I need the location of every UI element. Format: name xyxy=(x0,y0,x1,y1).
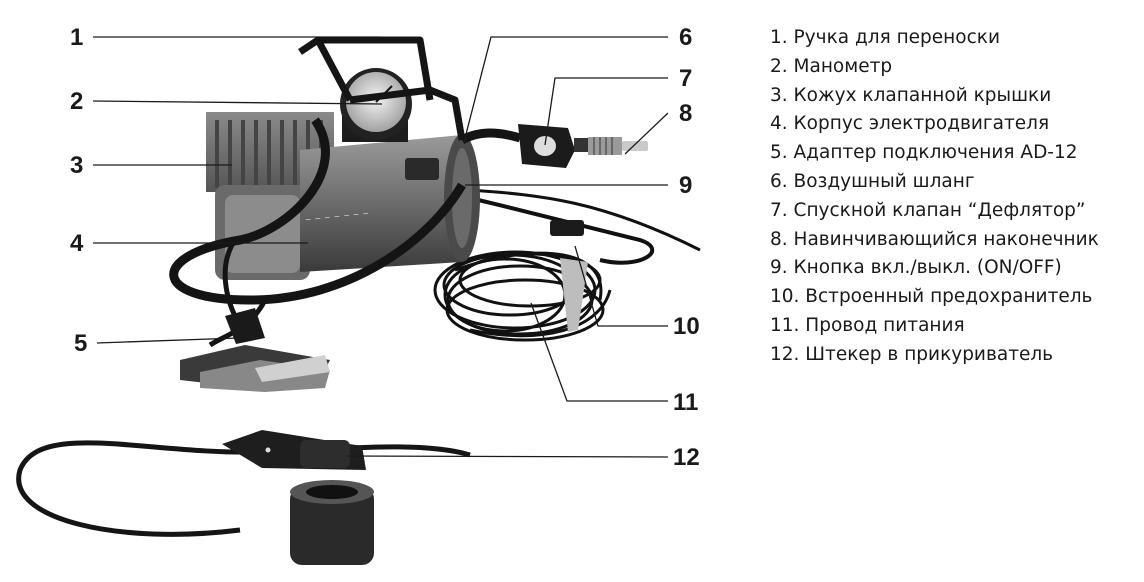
callout-8: 8 xyxy=(679,100,692,127)
alligator-clips xyxy=(180,308,330,392)
legend-item: 5. Адаптер подключения AD-12 xyxy=(770,142,1078,164)
callout-leaders xyxy=(92,36,669,458)
callout-7: 7 xyxy=(679,65,692,92)
callout-1: 1 xyxy=(70,24,83,51)
callout-11: 11 xyxy=(673,389,698,416)
pressure-gauge xyxy=(340,68,412,142)
parts-legend: 1. Ручка для переноски 2. Манометр 3. Ко… xyxy=(770,26,1140,372)
callout-4: 4 xyxy=(70,230,84,257)
motor-body: — — — — — — — xyxy=(300,134,480,272)
legend-item: 1. Ручка для переноски xyxy=(770,27,1000,48)
legend-item: 10. Встроенный предохранитель xyxy=(770,286,1093,308)
legend-item: 7. Спускной клапан “Дефлятор” xyxy=(770,199,1086,221)
cigarette-plug xyxy=(222,430,366,470)
legend-item: 2. Манометр xyxy=(770,55,893,77)
legend-item: 8. Навинчивающийся наконечник xyxy=(770,228,1099,250)
legend-item: 12. Штекер в прикуриватель xyxy=(770,343,1054,365)
air-hose xyxy=(169,117,466,305)
callout-5: 5 xyxy=(74,330,87,357)
callout-9: 9 xyxy=(679,172,692,199)
legend-item: 9. Кнопка вкл./выкл. (ON/OFF) xyxy=(770,257,1062,279)
legend-item: 4. Корпус электродвигателя xyxy=(770,113,1050,135)
callout-12: 12 xyxy=(673,444,700,471)
compressor-illustration: — — — — — — — xyxy=(16,36,701,565)
cable-tie xyxy=(560,258,588,332)
cigarette-socket xyxy=(290,480,374,565)
callout-3: 3 xyxy=(70,152,83,179)
deflator-valve xyxy=(518,124,588,168)
fuse-holder xyxy=(550,220,584,236)
callout-numbers: 1 2 3 4 5 6 7 8 9 10 11 12 xyxy=(70,24,700,471)
legend-item: 6. Воздушный шланг xyxy=(770,170,975,192)
callout-6: 6 xyxy=(679,24,692,51)
legend-item: 11. Провод питания xyxy=(770,314,965,336)
carry-handle xyxy=(298,36,466,141)
legend-item: 3. Кожух клапанной крышки xyxy=(770,84,1052,106)
callout-2: 2 xyxy=(70,88,83,115)
callout-10: 10 xyxy=(673,313,700,340)
screw-nozzle xyxy=(588,137,648,155)
